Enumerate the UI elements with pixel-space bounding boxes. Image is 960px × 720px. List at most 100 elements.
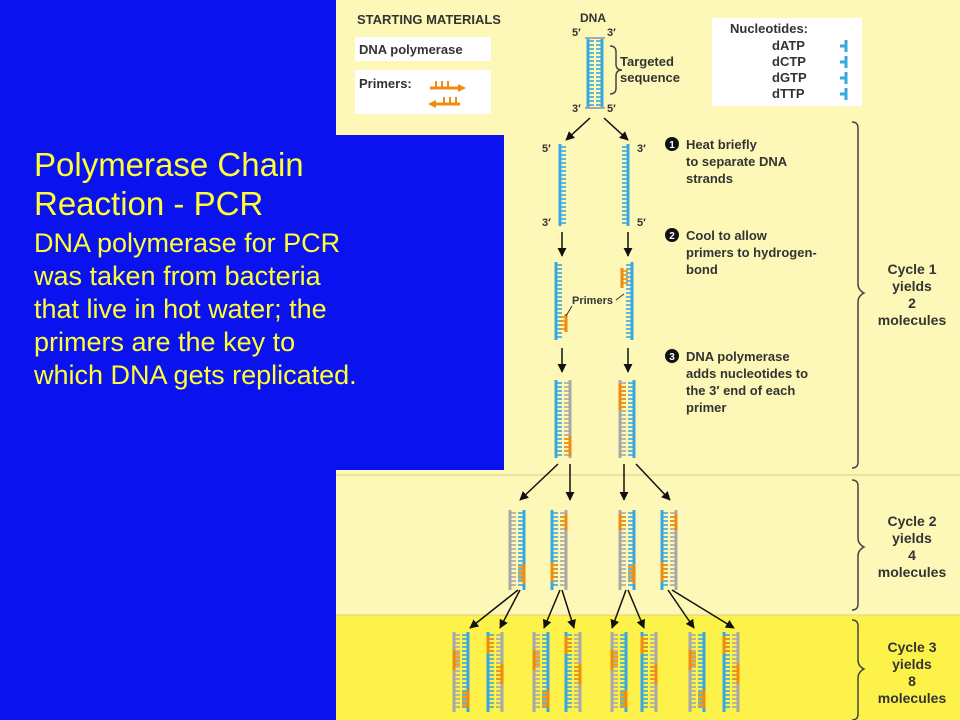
primer-icon-forward bbox=[430, 81, 466, 92]
svg-text:2: 2 bbox=[669, 231, 675, 242]
cycle2-molecule-1 bbox=[508, 510, 526, 590]
svg-text:1: 1 bbox=[669, 140, 675, 151]
cycle1-molecule-2-right bbox=[628, 380, 636, 458]
panel-cycle2 bbox=[336, 475, 960, 615]
cycle3-molecule-8 bbox=[722, 632, 740, 712]
dna-label: DNA bbox=[580, 11, 606, 25]
dna-polymerase-box bbox=[355, 37, 491, 61]
cycle3-molecule-5-primer-right bbox=[620, 690, 628, 708]
slide-body-line-2: was taken from bacteria bbox=[34, 261, 321, 291]
step3-line2: adds nucleotides to bbox=[686, 366, 808, 381]
cycle1-molecule-2 bbox=[618, 380, 636, 458]
strand-right-3-label: 3′ bbox=[637, 143, 646, 155]
cycle2-molecule-3 bbox=[618, 510, 636, 590]
targeted-sequence-brace bbox=[609, 45, 623, 95]
step2-line1: Cool to allow bbox=[686, 228, 768, 243]
slide-title-line-1: Polymerase Chain bbox=[34, 146, 304, 183]
nucleotide-datp: dATP bbox=[772, 38, 805, 53]
step1-line1: Heat briefly bbox=[686, 137, 758, 152]
slide-body-line-1: DNA polymerase for PCR bbox=[34, 228, 341, 258]
cycle2-molecule-1-primer-right bbox=[518, 564, 526, 584]
dna-bottom-5-label: 5′ bbox=[607, 103, 616, 115]
cycle1-molecule-2-primer-left bbox=[618, 384, 626, 410]
slide-body-line-5: which DNA gets replicated. bbox=[34, 360, 357, 390]
step3-line1: DNA polymerase bbox=[686, 349, 790, 364]
strand-left-3-label: 3′ bbox=[542, 217, 551, 229]
cycle1-label-3: 2 bbox=[908, 295, 916, 311]
cycle2-molecule-3-primer-right bbox=[628, 564, 636, 584]
cycle-arrow-10 bbox=[627, 589, 646, 629]
primers-callout-line-left bbox=[565, 305, 573, 317]
separated-strand-right bbox=[622, 144, 630, 226]
cycle1-molecules bbox=[554, 380, 636, 458]
cycle3-molecule-5 bbox=[610, 632, 628, 712]
annealed-primer-right bbox=[620, 268, 628, 288]
cycle3-molecule-2 bbox=[486, 632, 504, 712]
cycle-arrow-5 bbox=[469, 589, 519, 629]
cycle3-molecule-3-primer-right bbox=[542, 690, 550, 708]
dna-top-5-label: 5′ bbox=[572, 27, 581, 39]
dna-top-3-label: 3′ bbox=[607, 27, 616, 39]
nucleotide-dgtp: dGTP bbox=[772, 70, 807, 85]
cycle3-molecule-4-primer-left bbox=[564, 636, 572, 654]
cycle3-bracket bbox=[851, 619, 866, 720]
svg-text:3: 3 bbox=[669, 352, 675, 363]
cycle3-molecule-4-primer-right bbox=[574, 664, 582, 684]
cycle3-label-3: 8 bbox=[908, 673, 916, 689]
step1-line2: to separate DNA bbox=[686, 154, 788, 169]
cycle2-molecule-2-primer-right bbox=[560, 514, 568, 530]
cycle-arrow-4 bbox=[635, 463, 671, 501]
cycle-arrows bbox=[469, 463, 735, 629]
cycle2-molecule-4 bbox=[660, 510, 678, 590]
dna-polymerase-label: DNA polymerase bbox=[359, 42, 463, 57]
nucleotide-dctp: dCTP bbox=[772, 54, 806, 69]
cycle-arrow-7 bbox=[542, 589, 561, 629]
slide-body: DNA polymerase for PCR was taken from ba… bbox=[34, 227, 504, 392]
cycle-arrow-11 bbox=[667, 589, 695, 629]
cycle-arrow-8 bbox=[561, 589, 576, 629]
cycle3-molecule-1 bbox=[452, 632, 470, 712]
cycle3-molecule-7 bbox=[688, 632, 706, 712]
nucleotide-icons bbox=[840, 40, 848, 100]
step3-line4: primer bbox=[686, 400, 726, 415]
slide-body-line-3: that live in hot water; the bbox=[34, 294, 327, 324]
step2-line2: primers to hydrogen- bbox=[686, 245, 817, 260]
nucleotide-dttp: dTTP bbox=[772, 86, 805, 101]
cycle3-molecule-5-primer-left bbox=[610, 650, 618, 670]
cycle1-molecule-1-primer-right bbox=[564, 436, 572, 456]
cycle-arrow-1 bbox=[519, 463, 559, 501]
cycle2-molecules bbox=[508, 510, 678, 590]
annealed-strand-left bbox=[554, 262, 562, 340]
original-dna bbox=[586, 38, 604, 108]
cycle2-molecule-3-primer-left bbox=[618, 514, 626, 530]
cycle3-label-4: molecules bbox=[878, 690, 947, 706]
cycle3-molecule-2-primer-left bbox=[486, 636, 494, 654]
cycle3-molecule-1-primer-right bbox=[462, 690, 470, 708]
slide-text-panel: Polymerase Chain Reaction - PCR DNA poly… bbox=[24, 135, 504, 470]
cycle3-molecule-8-primer-left bbox=[722, 636, 730, 654]
primers-callout-label: Primers bbox=[572, 295, 613, 307]
cycle1-bracket bbox=[851, 121, 866, 469]
cycle2-molecule-4-primer-left bbox=[660, 562, 668, 582]
cycle3-molecule-1-left bbox=[452, 632, 460, 712]
cycle2-molecule-1-left bbox=[508, 510, 516, 590]
nucleotides-box bbox=[712, 18, 862, 106]
targeted-sequence-label-2: sequence bbox=[620, 70, 680, 85]
cycle3-molecule-1-primer-left bbox=[452, 650, 460, 670]
annealed-strands bbox=[554, 262, 634, 340]
separated-strands bbox=[558, 144, 630, 226]
step1-number-badge: 1 bbox=[665, 137, 679, 151]
cycle3-molecule-2-primer-right bbox=[496, 664, 504, 684]
step2-line3: bond bbox=[686, 262, 718, 277]
annealed-primer-left bbox=[560, 314, 568, 332]
cycle2-label-3: 4 bbox=[908, 547, 916, 563]
cycle2-label-2: yields bbox=[892, 530, 932, 546]
starting-materials-heading: STARTING MATERIALS bbox=[357, 12, 501, 27]
cycle2-molecule-2-primer-left bbox=[550, 562, 558, 582]
original-dna-left bbox=[586, 38, 594, 108]
arrow-split-left bbox=[565, 117, 591, 141]
cycle1-label-1: Cycle 1 bbox=[887, 261, 936, 277]
cycle3-molecule-7-primer-left bbox=[688, 650, 696, 670]
cycle1-molecule-1-left bbox=[554, 380, 562, 458]
